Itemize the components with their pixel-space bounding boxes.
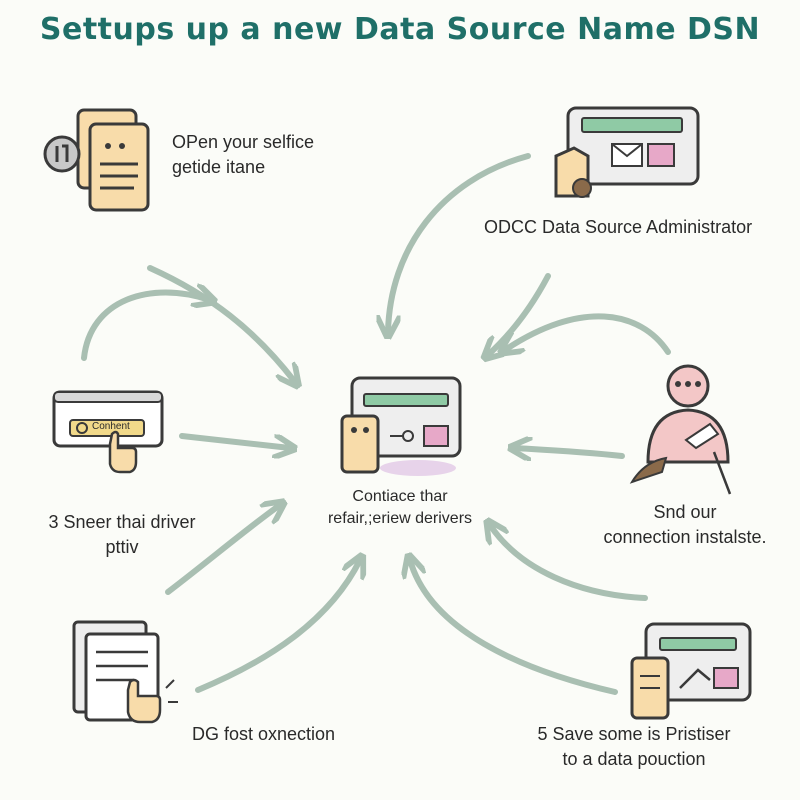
arrow-from-test bbox=[195, 560, 360, 693]
center-label: Contiace thar refair,;eriew derivers bbox=[312, 486, 488, 530]
document-click-icon bbox=[72, 620, 178, 724]
step-connection-line1: Snd our bbox=[653, 502, 717, 522]
arrow-loop-left bbox=[81, 292, 210, 361]
arrow-from-save-upper bbox=[490, 525, 648, 601]
page-title: Settups up a new Data Source Name DSN bbox=[39, 12, 761, 47]
click-button-icon: Conhent bbox=[50, 382, 166, 474]
center-line2: refair,;eriew derivers bbox=[327, 510, 473, 527]
arrow-from-person bbox=[515, 448, 625, 456]
step-odbc-label: ODCC Data Source Administrator bbox=[484, 217, 753, 237]
step-open-line2: getide itane bbox=[172, 157, 266, 177]
step-save-line2: to a data pouction bbox=[562, 749, 706, 769]
documents-icon bbox=[43, 108, 150, 212]
arrow-from-right-top bbox=[488, 273, 551, 355]
arrow-from-driver bbox=[179, 433, 290, 448]
step-driver-line2: pttiv bbox=[105, 537, 139, 557]
center-line1: Contiace thar bbox=[352, 488, 448, 505]
window-icon bbox=[554, 106, 700, 198]
person-icon bbox=[629, 364, 732, 495]
click-button-text: Conhent bbox=[92, 421, 130, 432]
step-save-label: 5 Save some is Pristiser to a data pouct… bbox=[528, 722, 740, 772]
save-window-icon bbox=[630, 622, 752, 720]
step-connection-label: Snd our connection instalste. bbox=[594, 500, 776, 550]
arrow-from-open bbox=[147, 265, 295, 382]
arrow-from-save bbox=[410, 560, 618, 695]
step-driver-line1: 3 Sneer thai driver bbox=[48, 512, 196, 532]
step-open-line1: OPen your selfice bbox=[172, 132, 315, 152]
arrow-from-odbc bbox=[388, 153, 531, 332]
central-window-icon bbox=[340, 376, 462, 476]
arrow-loop-right bbox=[505, 313, 671, 352]
step-open-label: OPen your selfice getide itane bbox=[172, 130, 314, 180]
step-test-label: DG fost oxnection bbox=[192, 724, 336, 744]
step-connection-line2: connection instalste. bbox=[603, 527, 767, 547]
step-save-line1: 5 Save some is Pristiser bbox=[537, 724, 731, 744]
arrow-from-test-upper bbox=[165, 505, 280, 595]
step-driver-label: 3 Sneer thai driver pttiv bbox=[34, 510, 210, 560]
